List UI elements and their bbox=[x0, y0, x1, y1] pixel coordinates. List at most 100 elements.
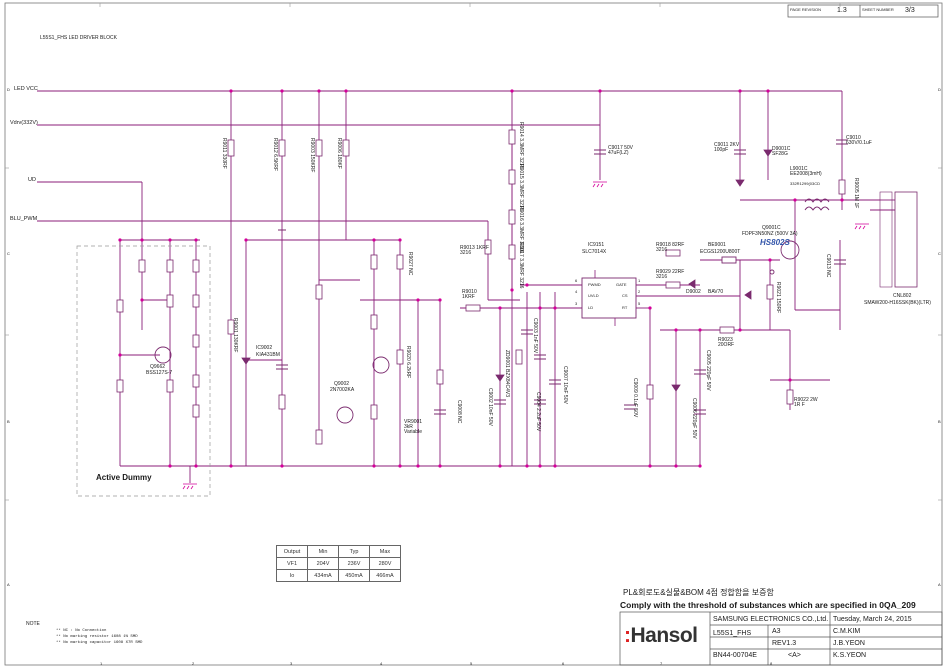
customer-name: SAMSUNG ELECTRONICS CO.,Ltd. bbox=[713, 616, 829, 623]
net-blu-pwm: BLU_PWM bbox=[10, 216, 38, 222]
page-tag: <A> bbox=[788, 652, 801, 659]
border-number-7: 7 bbox=[660, 661, 663, 666]
label-r9029: R9029 22RF 3216 bbox=[656, 269, 685, 280]
company-logo: :Hansol bbox=[624, 625, 698, 646]
notes-line-1: ** NC : No Connection bbox=[56, 629, 107, 633]
label-bav70: BAV70 bbox=[708, 289, 724, 295]
resistors bbox=[116, 129, 846, 445]
label-d9002: D9002 bbox=[686, 289, 701, 295]
label-ic9151: IC9151 bbox=[588, 242, 605, 248]
label-r9005: R9005 1M 1F bbox=[853, 178, 859, 209]
ic-pin-ld: LD bbox=[588, 305, 594, 310]
spec-table-header: Output Min Typ Max bbox=[276, 545, 401, 558]
drawing-date: Tuesday, March 24, 2015 bbox=[833, 616, 912, 623]
border-number-5: 5 bbox=[470, 661, 473, 666]
spec-header-typ: Typ bbox=[338, 545, 370, 558]
spec-cell: Io bbox=[276, 569, 308, 582]
border-letter-b: B bbox=[7, 419, 10, 424]
border-letter-c-right: C bbox=[938, 251, 941, 256]
net-ud: UD bbox=[28, 177, 36, 183]
border-letter-a: A bbox=[7, 582, 10, 587]
spec-row-io: Io 434mA 450mA 466mA bbox=[276, 569, 401, 582]
label-r9001: R9001 130KRF bbox=[232, 318, 238, 353]
active-dummy-box bbox=[76, 245, 211, 497]
border-letter-c: C bbox=[7, 251, 10, 256]
logo-mark-icon: : bbox=[624, 624, 631, 647]
border-letter-d-right: D bbox=[938, 87, 941, 92]
label-ic9151-part: SLC7014X bbox=[582, 249, 607, 255]
model-name: L55S1_FHS bbox=[713, 630, 752, 637]
label-c9007: C9007 10nF 50V bbox=[562, 366, 568, 404]
label-c9004: C9004 2.2uF 50V bbox=[535, 392, 541, 432]
label-l9001c: L9001C EE2008(3mH) bbox=[790, 166, 822, 177]
diodes bbox=[241, 149, 773, 392]
notes-line-2: ** No marking resistor 1608 1% SMD bbox=[56, 635, 138, 639]
ground-symbols bbox=[182, 181, 869, 490]
label-r9003: R9003 150KRF bbox=[309, 138, 315, 173]
label-l9001c-part: 332R1299(03CD bbox=[790, 181, 821, 186]
label-r9011: R9011 330RF bbox=[221, 138, 227, 169]
label-r9018: R9018 82RF 3216 bbox=[656, 242, 685, 253]
label-c9005: C9005 220pF 50V bbox=[705, 350, 711, 391]
label-ic9002-part: KIA431BM bbox=[256, 352, 280, 358]
label-c9009: C9009 0.1uF 50V bbox=[632, 378, 638, 418]
approver-name: K.S.YEON bbox=[833, 652, 867, 659]
ic9151-body bbox=[581, 270, 637, 326]
spec-cell: 466mA bbox=[369, 569, 401, 582]
label-be9001-part: ECGS1200U800T bbox=[700, 249, 741, 255]
border-number-1: 1 bbox=[100, 661, 103, 666]
label-r9022: R9022 2W 1R F bbox=[794, 397, 818, 408]
label-c9010: C9010 630V/0.1uF bbox=[846, 135, 872, 146]
spec-row-vf1: VF1 204V 236V 280V bbox=[276, 557, 401, 570]
company-name: Hansol bbox=[630, 624, 699, 647]
spec-cell: 280V bbox=[369, 557, 401, 570]
border-number-3: 3 bbox=[290, 661, 293, 666]
page-revision-label: PAGE REVISION bbox=[790, 7, 822, 12]
label-c9013: C9013 NC bbox=[825, 254, 831, 278]
border-number-8: 8 bbox=[770, 661, 773, 666]
ic-pin-gate: GATE bbox=[616, 282, 627, 287]
label-hs802s: HS802S bbox=[760, 238, 790, 247]
label-r9027: R9027 NC bbox=[407, 252, 413, 276]
label-c9006: C9006 220pF 50V bbox=[691, 398, 697, 439]
spec-cell: VF1 bbox=[276, 557, 308, 570]
label-q9662: Q9662 bbox=[150, 364, 166, 370]
compliance-note: Comply with the threshold of substances … bbox=[620, 600, 916, 610]
spec-header-min: Min bbox=[307, 545, 339, 558]
label-q9001c-part: FDPF3N50NZ (500V 3A) bbox=[742, 231, 798, 237]
capacitors bbox=[276, 139, 848, 415]
label-cnl802: CNL802 bbox=[893, 293, 912, 299]
label-q9002: Q9002 bbox=[334, 381, 350, 387]
net-vdrv: Vdrv(332V) bbox=[10, 120, 38, 126]
ic-pin-uvld: UVLD bbox=[588, 293, 599, 298]
junctions bbox=[118, 89, 844, 468]
notes-title: NOTE bbox=[26, 621, 40, 627]
sheet-size: A3 bbox=[772, 628, 781, 635]
label-c9002: C9002 10nF 50V bbox=[487, 388, 493, 426]
ic-pin-rt: RT bbox=[622, 305, 628, 310]
spec-cell: 204V bbox=[307, 557, 339, 570]
label-r9021: R9021 150RF bbox=[775, 282, 781, 314]
ic-pin-2: 2 bbox=[638, 289, 641, 294]
spec-header-max: Max bbox=[369, 545, 401, 558]
label-r9017: R9017 3.3MRF 3216 bbox=[518, 242, 524, 289]
label-r9015: R9015 3.3MRF 3216 bbox=[518, 164, 524, 211]
label-r9006: R9006 180KF bbox=[336, 138, 342, 169]
document-number: BN44-00704E bbox=[713, 652, 757, 659]
border-letter-a-right: A bbox=[938, 582, 941, 587]
title-block-frame bbox=[619, 4, 943, 666]
korean-note: PL&회로도&실물&BOM 4점 정합함을 보증함 bbox=[623, 588, 774, 597]
label-r9023: R9023 20ORF bbox=[718, 337, 735, 348]
ic-pin-3: 3 bbox=[575, 301, 578, 306]
border-letter-b-right: B bbox=[938, 419, 941, 424]
spec-cell: 450mA bbox=[338, 569, 370, 582]
wires bbox=[37, 90, 895, 483]
cnl802-body bbox=[879, 191, 918, 288]
notes-line-3: ** No marking capacitor 1608 X7R SMD bbox=[56, 641, 143, 645]
border-letter-d: D bbox=[7, 87, 10, 92]
label-q9002-part: 2N7002KA bbox=[330, 387, 355, 393]
ic-pin-cs: CS bbox=[622, 293, 628, 298]
spec-table: Output Min Typ Max VF1 204V 236V 280V Io… bbox=[276, 545, 401, 582]
page-revision-value: 1.3 bbox=[837, 7, 847, 14]
